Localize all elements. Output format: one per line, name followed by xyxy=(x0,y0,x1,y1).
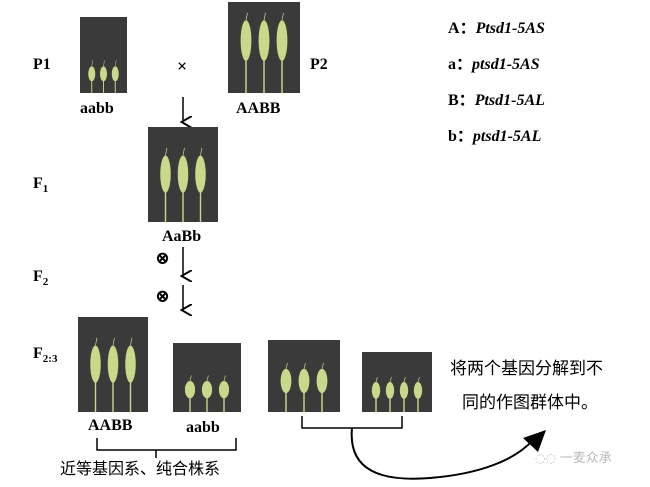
genotype-f23-dominant: AABB xyxy=(88,417,133,434)
legend-item: b：ptsd1-5AL xyxy=(448,128,542,145)
wheat-awn xyxy=(281,12,284,21)
wheat-awn xyxy=(321,362,324,369)
genotype-f23-recessive: aabb xyxy=(186,419,220,436)
wheat-spike xyxy=(258,20,270,61)
wheat-spike xyxy=(111,66,119,82)
wheat-spike xyxy=(195,155,206,193)
wheat-awn xyxy=(403,377,406,383)
wheat-spike xyxy=(88,66,96,82)
wheat-awn xyxy=(206,375,209,382)
wheat-spike xyxy=(413,382,423,399)
selfing-symbol-2: ⊗ xyxy=(155,286,171,306)
photo-p2 xyxy=(228,2,300,93)
bracket-left xyxy=(96,438,237,458)
watermark: ◌◌ 一麦众承 xyxy=(535,451,612,466)
wheat-awn xyxy=(389,377,392,383)
selfing-symbol-1: ⊗ xyxy=(155,248,171,268)
genotype-f1: AaBb xyxy=(162,228,202,245)
photo-f23-aabb-recessive xyxy=(173,343,241,412)
wheat-spike xyxy=(240,20,252,61)
wheat-spike xyxy=(177,155,189,193)
genotype-p2: AABB xyxy=(236,100,281,117)
genotype-p1: aabb xyxy=(80,100,114,117)
wheat-spike xyxy=(399,382,409,399)
wheat-awn xyxy=(417,377,420,383)
wheat-awn xyxy=(115,60,117,67)
photo-segregant-1 xyxy=(268,340,340,412)
decompose-text-line2: 同的作图群体中。 xyxy=(462,393,598,413)
wheat-awn xyxy=(182,147,185,156)
curved-arrow xyxy=(350,427,534,480)
photo-f1 xyxy=(148,127,218,222)
wheat-awn xyxy=(263,12,266,21)
bracket-right xyxy=(301,416,403,429)
photo-p1 xyxy=(80,17,127,93)
wheat-spike xyxy=(316,368,328,393)
wheat-awn xyxy=(375,377,378,383)
wheat-awn xyxy=(103,60,105,67)
wheat-awn xyxy=(189,375,192,382)
wheat-spike xyxy=(99,66,108,82)
label-p1: P1 xyxy=(33,56,51,73)
label-f2: F2 xyxy=(33,268,49,289)
wheat-spike xyxy=(184,380,196,399)
wheat-spike xyxy=(107,345,119,383)
legend-item: A：Ptsd1-5AS xyxy=(448,20,545,37)
cross-symbol: × xyxy=(177,56,188,76)
wheat-spike xyxy=(371,382,381,399)
wheat-spike xyxy=(218,380,230,399)
wheat-spike xyxy=(280,368,292,393)
wheat-spike xyxy=(125,345,136,383)
nil-caption: 近等基因系、纯合株系 xyxy=(60,459,221,478)
wheat-awn xyxy=(112,337,115,346)
photo-segregant-2 xyxy=(362,352,432,412)
legend-item: B：Ptsd1-5AL xyxy=(448,92,545,109)
wechat-icon: ◌◌ xyxy=(535,451,560,465)
label-p2: P2 xyxy=(310,56,328,73)
decompose-text-line1: 将两个基因分解到不 xyxy=(450,359,603,379)
wheat-awn xyxy=(245,12,248,21)
wheat-spike xyxy=(385,382,395,399)
wheat-awn xyxy=(223,375,226,382)
wheat-awn xyxy=(95,337,98,346)
wheat-awn xyxy=(91,60,93,67)
wheat-spike xyxy=(298,368,310,393)
wheat-spike xyxy=(90,345,101,383)
label-f23: F2:3 xyxy=(33,345,58,366)
curved-arrow-head xyxy=(523,430,546,452)
wheat-awn xyxy=(165,147,168,156)
wheat-awn xyxy=(200,147,203,156)
label-f1: F1 xyxy=(33,175,49,196)
wheat-awn xyxy=(130,337,133,346)
wheat-spike xyxy=(160,155,171,193)
wheat-spike xyxy=(201,380,213,399)
wheat-awn xyxy=(285,362,288,369)
wheat-awn xyxy=(303,362,306,369)
photo-f23-aabb-dominant xyxy=(78,317,148,412)
wheat-spike xyxy=(276,20,288,61)
legend-item: a：ptsd1-5AS xyxy=(448,56,540,73)
